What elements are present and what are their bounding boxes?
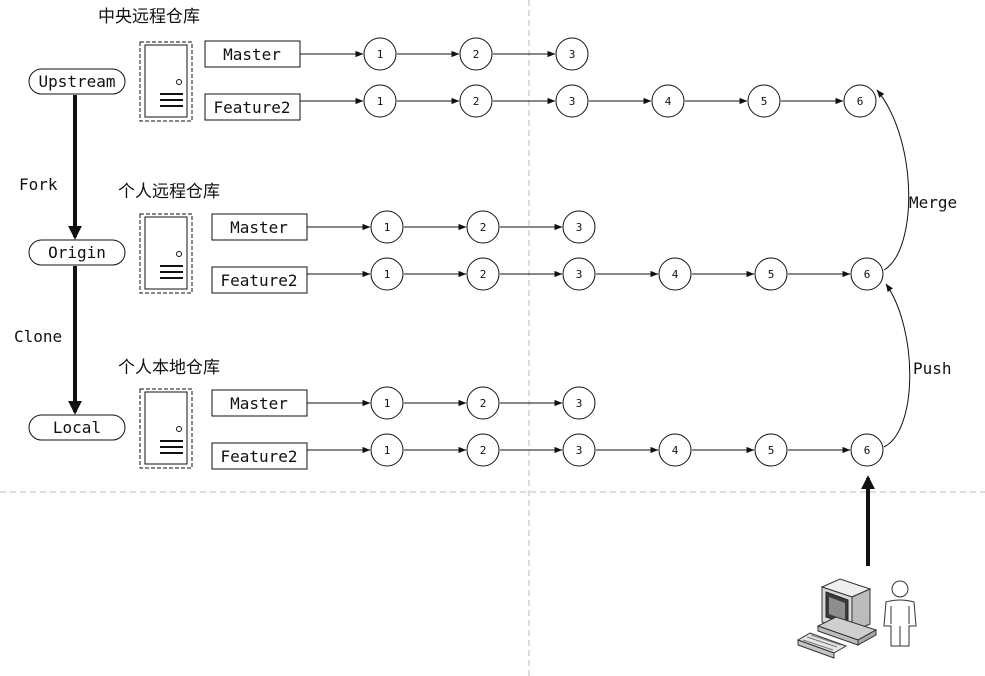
commit-node: 2 [466, 210, 500, 244]
node-origin: Origin [28, 239, 126, 266]
branch-label: Feature2 [213, 98, 290, 117]
svg-text:Local: Local [53, 418, 101, 437]
repo-title: 中央远程仓库 [98, 7, 200, 27]
branch-master: Master 1 2 3 [204, 37, 589, 71]
svg-text:Upstream: Upstream [38, 72, 115, 91]
commit-node: 3 [555, 84, 589, 118]
branch-label: Master [223, 45, 281, 64]
branch-label: Feature2 [220, 271, 297, 290]
svg-text:6: 6 [857, 95, 864, 108]
repo-upstream: 中央远程仓库 Master 1 2 3 Feature2 [98, 7, 877, 122]
fork-label: Fork [19, 175, 58, 194]
svg-text:2: 2 [473, 95, 480, 108]
repo-origin: 个人远程仓库 Master 1 2 3 Feature2 [118, 182, 884, 294]
push-label: Push [913, 359, 952, 378]
svg-text:1: 1 [377, 95, 384, 108]
svg-text:3: 3 [569, 48, 576, 61]
commit-node: 4 [658, 433, 692, 467]
push-arrow [883, 283, 911, 448]
repo-local: 个人本地仓库 Master 1 2 3 Feature2 [118, 358, 884, 470]
svg-text:2: 2 [473, 48, 480, 61]
commit-node: 4 [651, 84, 685, 118]
commit-node: 1 [370, 433, 404, 467]
commit-node: 1 [370, 210, 404, 244]
commit-node: 6 [850, 257, 884, 291]
node-local: Local [28, 414, 126, 441]
svg-text:5: 5 [761, 95, 768, 108]
node-upstream: Upstream [28, 68, 126, 95]
server-icon [139, 388, 193, 469]
svg-text:2: 2 [480, 397, 487, 410]
svg-text:6: 6 [864, 268, 871, 281]
commit-node: 3 [562, 257, 596, 291]
svg-text:4: 4 [672, 444, 679, 457]
server-icon [139, 41, 193, 122]
branch-master: Master 1 2 3 [211, 386, 596, 420]
svg-text:3: 3 [576, 444, 583, 457]
svg-text:3: 3 [576, 268, 583, 281]
svg-text:5: 5 [768, 268, 775, 281]
commit-node: 5 [747, 84, 781, 118]
commit-node: 1 [363, 84, 397, 118]
person-icon [883, 580, 917, 647]
commit-node: 2 [466, 433, 500, 467]
commit-node: 1 [363, 37, 397, 71]
svg-text:3: 3 [569, 95, 576, 108]
svg-text:4: 4 [665, 95, 672, 108]
commit-node: 6 [843, 84, 877, 118]
server-icon [139, 213, 193, 294]
branch-master: Master 1 2 3 [211, 210, 596, 244]
commit-node: 4 [658, 257, 692, 291]
svg-text:1: 1 [384, 444, 391, 457]
commit-node: 2 [466, 386, 500, 420]
svg-text:Origin: Origin [48, 243, 106, 262]
branch-feature2: Feature2 1 2 3 4 5 6 [211, 257, 884, 294]
computer-icon [796, 578, 878, 659]
svg-text:1: 1 [377, 48, 384, 61]
commit-node: 5 [754, 433, 788, 467]
repo-title: 个人本地仓库 [118, 358, 220, 378]
svg-text:2: 2 [480, 221, 487, 234]
branch-label: Master [230, 218, 288, 237]
svg-text:1: 1 [384, 221, 391, 234]
commit-node: 3 [562, 210, 596, 244]
svg-text:2: 2 [480, 444, 487, 457]
repo-title: 个人远程仓库 [118, 182, 220, 202]
svg-text:3: 3 [576, 221, 583, 234]
commit-node: 5 [754, 257, 788, 291]
commit-node: 3 [562, 386, 596, 420]
branch-label: Feature2 [220, 447, 297, 466]
commit-node: 3 [562, 433, 596, 467]
svg-text:4: 4 [672, 268, 679, 281]
commit-node: 1 [370, 386, 404, 420]
branch-label: Master [230, 394, 288, 413]
commit-node: 3 [555, 37, 589, 71]
svg-text:6: 6 [864, 444, 871, 457]
commit-node: 6 [850, 433, 884, 467]
commit-node: 2 [459, 84, 493, 118]
merge-label: Merge [909, 193, 957, 212]
commit-node: 1 [370, 257, 404, 291]
svg-text:2: 2 [480, 268, 487, 281]
svg-text:3: 3 [576, 397, 583, 410]
svg-text:1: 1 [384, 397, 391, 410]
branch-feature2: Feature2 1 2 3 4 5 6 [211, 433, 884, 470]
svg-text:1: 1 [384, 268, 391, 281]
svg-text:5: 5 [768, 444, 775, 457]
branch-feature2: Feature2 1 2 3 4 5 6 [204, 84, 877, 121]
commit-node: 2 [466, 257, 500, 291]
merge-arrow [876, 89, 910, 271]
commit-node: 2 [459, 37, 493, 71]
clone-label: Clone [14, 327, 62, 346]
